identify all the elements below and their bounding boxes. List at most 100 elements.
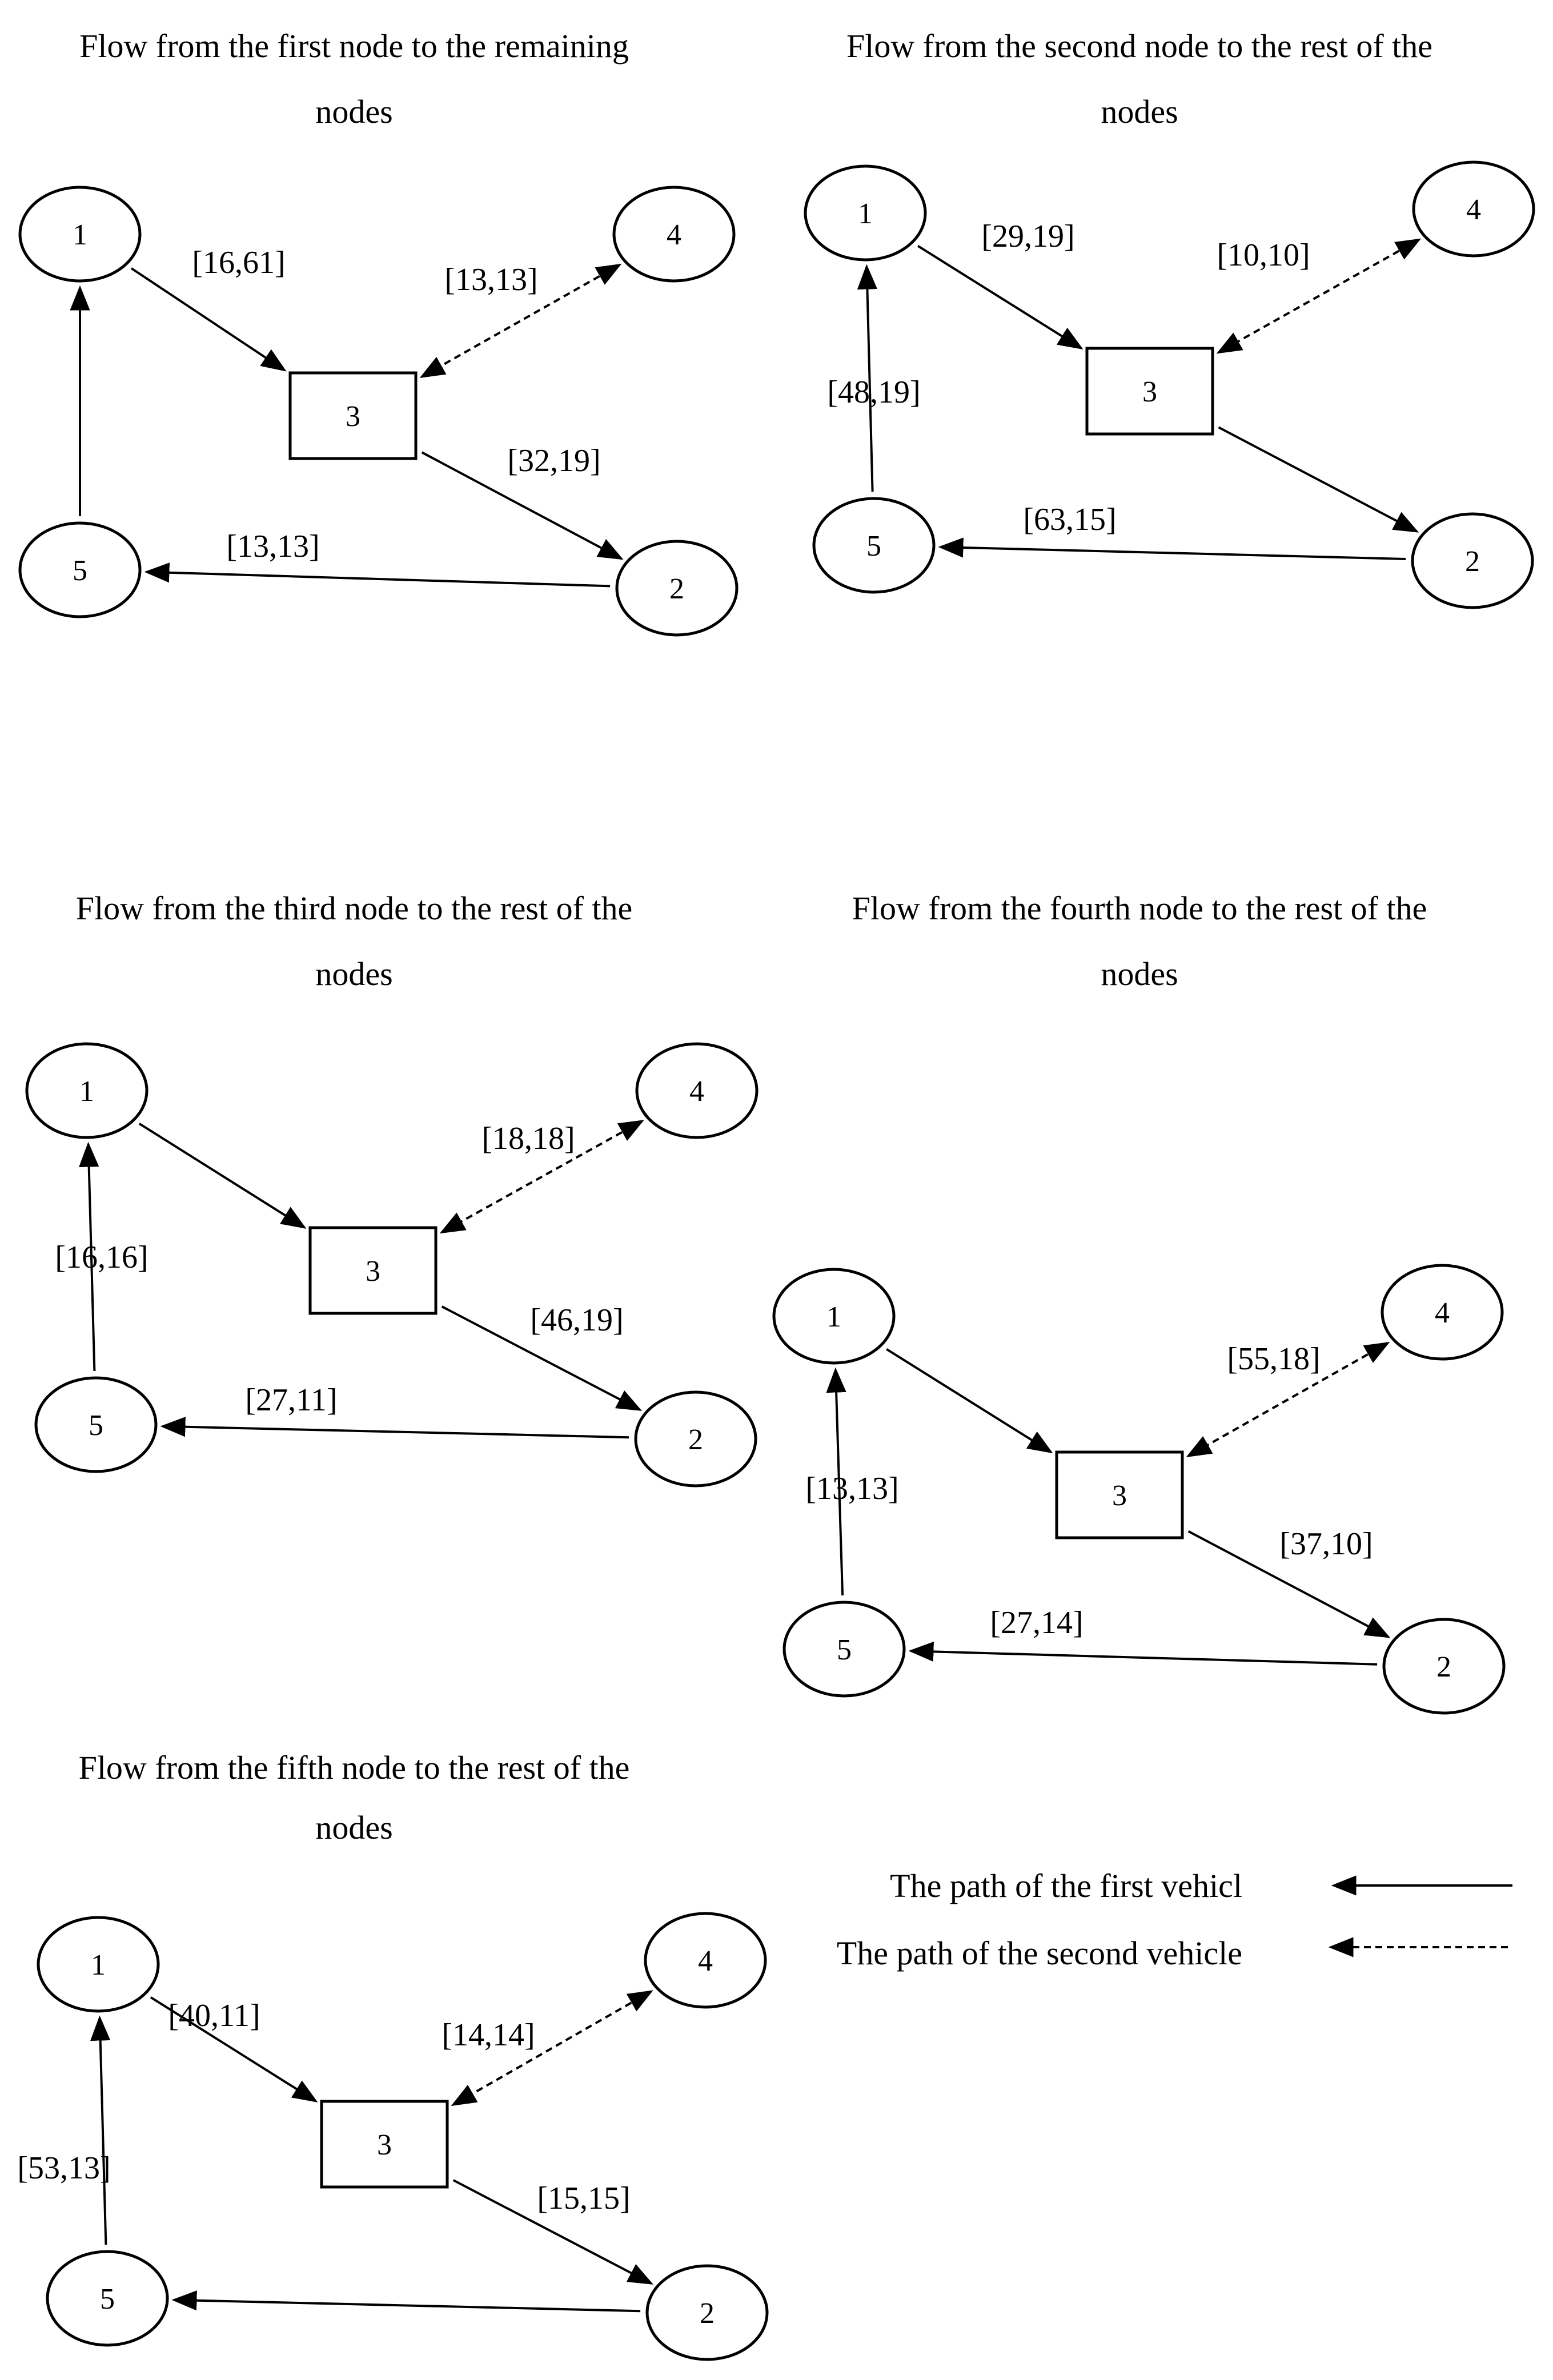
edge-3-to-2 [441, 1305, 643, 1411]
edge-4-to-3 [1216, 238, 1422, 354]
edge-label: [13,13] [226, 529, 319, 564]
node-label: 4 [667, 219, 681, 251]
edge-label: [27,14] [990, 1605, 1083, 1641]
edge-label: [27,11] [245, 1382, 337, 1418]
edge-5-to-1 [857, 264, 878, 492]
edge-label: [18,18] [481, 1121, 575, 1156]
depot-box [1085, 347, 1214, 436]
panel-title-line: nodes [315, 1809, 392, 1846]
edge-1-to-3 [150, 1996, 318, 2102]
flow-panel-4: Flow from the fourth node to the rest of… [772, 890, 1506, 1715]
depot-box [1055, 1450, 1184, 1539]
node-3: 3 [320, 2100, 449, 2189]
node-5: 5 [782, 1601, 906, 1698]
flow-panel-5: Flow from the fifth node to the rest of … [17, 1749, 769, 2361]
panel-title-line: Flow from the fifth node to the rest of … [79, 1749, 630, 1786]
edge-4-to-3 [439, 1120, 644, 1234]
panel-title-line: nodes [1101, 955, 1178, 992]
node-label: 4 [689, 1075, 704, 1108]
node-4: 4 [644, 1912, 767, 2009]
edge-1-to-3 [130, 267, 287, 372]
legend-item-second-vehicle: The path of the second vehicle [837, 1935, 1508, 1972]
edge-2-to-5 [938, 537, 1406, 560]
node-ellipse [812, 497, 936, 594]
node-1: 1 [37, 1916, 160, 2013]
node-label: 3 [346, 400, 360, 433]
node-3: 3 [288, 371, 418, 460]
node-2: 2 [634, 1390, 757, 1488]
node-1: 1 [18, 186, 142, 283]
panel-title-line: nodes [1101, 93, 1178, 130]
node-ellipse [634, 1390, 757, 1488]
node-ellipse [772, 1268, 896, 1365]
depot-box [320, 2100, 449, 2189]
edge-4-to-3 [1186, 1341, 1390, 1457]
node-ellipse [1411, 512, 1534, 609]
edge-label: [14,14] [442, 2017, 535, 2053]
node-4: 4 [612, 186, 736, 283]
node-label: 4 [1435, 1297, 1450, 1329]
edge-label: [13,13] [444, 262, 537, 298]
node-label: 2 [1465, 545, 1480, 578]
node-label: 5 [73, 554, 87, 587]
node-label: 3 [1142, 376, 1157, 408]
edge-5-to-1 [826, 1367, 846, 1596]
node-label: 2 [688, 1424, 703, 1456]
edge-label: [16,16] [55, 1240, 148, 1275]
node-ellipse [18, 186, 142, 283]
node-ellipse [612, 186, 736, 283]
node-ellipse [25, 1042, 149, 1139]
edge-label: [53,13] [17, 2150, 110, 2186]
node-2: 2 [1411, 512, 1534, 609]
node-2: 2 [645, 2264, 769, 2361]
node-label: 5 [866, 530, 881, 562]
node-5: 5 [18, 521, 142, 618]
node-label: 1 [91, 1949, 106, 1981]
edge-4-to-3 [451, 1990, 653, 2106]
flow-panel-2: Flow from the second node to the rest of… [804, 27, 1535, 609]
panel-title-line: nodes [315, 93, 392, 130]
panel-title-line: Flow from the third node to the rest of … [76, 890, 633, 927]
edge-label: [48,19] [827, 375, 920, 410]
edge-label: [10,10] [1217, 238, 1310, 273]
edge-label: [37,10] [1279, 1526, 1373, 1562]
node-ellipse [34, 1376, 158, 1473]
node-2: 2 [1382, 1618, 1506, 1715]
edge-4-to-3 [419, 263, 622, 378]
depot-box [288, 371, 418, 460]
node-4: 4 [1412, 160, 1535, 258]
edge-1-to-3 [886, 1348, 1053, 1454]
node-5: 5 [812, 497, 936, 594]
node-1: 1 [25, 1042, 149, 1139]
flow-panel-1: Flow from the first node to the remainin… [18, 27, 739, 637]
edge-3-to-2 [421, 451, 624, 560]
edge-2-to-5 [908, 1641, 1378, 1666]
node-ellipse [615, 540, 739, 637]
edge-1-to-3 [917, 245, 1084, 350]
node-ellipse [1412, 160, 1535, 258]
edge-label: [46,19] [530, 1302, 623, 1338]
node-3: 3 [1085, 347, 1214, 436]
node-label: 1 [73, 219, 87, 251]
flow-panel-3: Flow from the third node to the rest of … [25, 890, 759, 1488]
legend-label: The path of the second vehicle [837, 1935, 1242, 1972]
edge-1-to-3 [138, 1123, 307, 1229]
node-label: 5 [89, 1409, 103, 1442]
node-ellipse [782, 1601, 906, 1698]
node-label: 1 [826, 1301, 841, 1333]
node-4: 4 [635, 1042, 759, 1139]
edge-label: [55,18] [1227, 1341, 1320, 1377]
edge-label: [13,13] [805, 1471, 898, 1506]
node-5: 5 [46, 2250, 169, 2347]
node-ellipse [46, 2250, 169, 2347]
edge-label: [40,11] [168, 1998, 260, 2033]
edge-3-to-2 [1218, 426, 1419, 533]
node-label: 4 [1466, 194, 1481, 226]
node-ellipse [1381, 1264, 1504, 1361]
node-ellipse [1382, 1618, 1506, 1715]
edge-2-to-5 [171, 2290, 641, 2313]
node-label: 3 [377, 2129, 392, 2161]
node-label: 1 [858, 198, 873, 230]
node-label: 4 [698, 1945, 713, 1977]
